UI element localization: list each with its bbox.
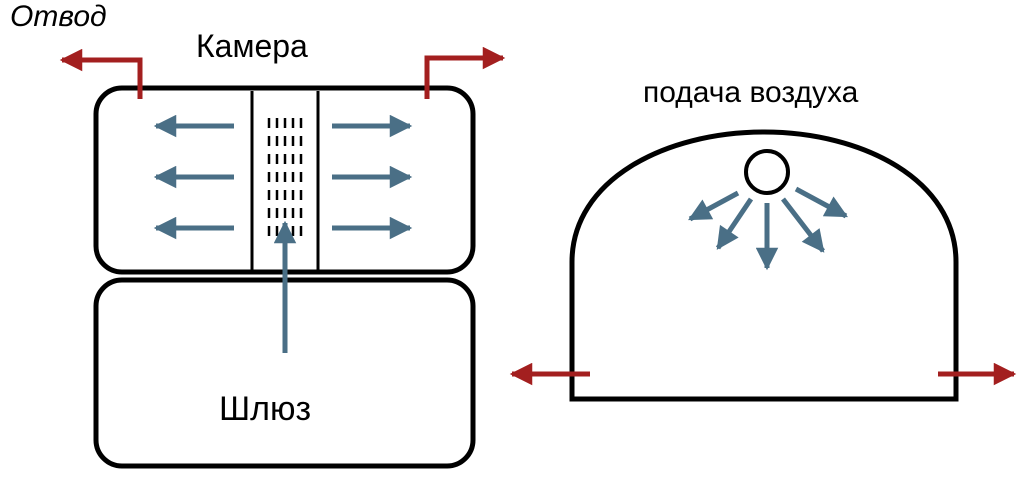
air-arrow-1 [688, 190, 740, 222]
air-supply-duct [744, 149, 790, 195]
air-supply-arrows [688, 186, 848, 271]
air-supply-label: подача воздуха [643, 76, 859, 109]
air-arrow-2 [715, 197, 754, 250]
exhaust-pipe-left [59, 48, 143, 99]
airlock-label: Шлюз [219, 390, 312, 428]
chamber-airflow-arrows [153, 114, 413, 240]
air-arrow-4 [781, 197, 825, 253]
exhaust-pipe-right [424, 46, 506, 99]
air-arrow-5 [794, 186, 848, 219]
exhaust-label: Отвод [10, 0, 107, 33]
tunnel-cross-section-outline [569, 129, 959, 402]
chamber-label: Камера [196, 28, 308, 64]
grille-perforation [267, 118, 303, 236]
